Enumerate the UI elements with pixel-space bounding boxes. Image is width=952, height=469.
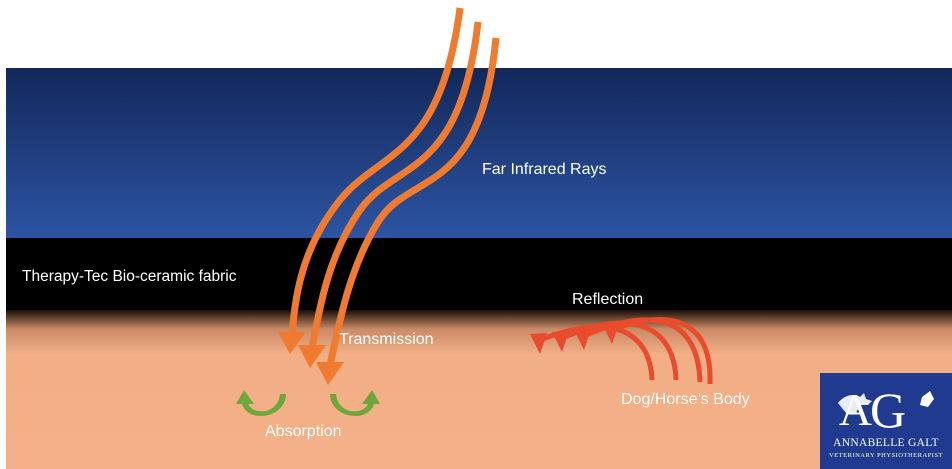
reflection-arrowhead-1 — [530, 333, 547, 354]
reflection-arrowhead-4 — [602, 323, 619, 344]
reflection-arrowhead-3 — [574, 329, 591, 350]
label-fabric: Therapy-Tec Bio-ceramic fabric — [22, 268, 237, 285]
reflection-arc-4 — [611, 317, 713, 385]
logo-monogram-icon: A G — [838, 382, 934, 437]
infrared-ray-2-arrowhead — [298, 345, 326, 368]
infrared-ray-1 — [288, 7, 464, 336]
absorption-arrow-right — [330, 390, 380, 417]
infrared-ray-2 — [308, 21, 482, 349]
reflection-arrowhead-2 — [552, 331, 569, 352]
logo-subtitle: VETERINARY PHYSIOTHERAPIST — [828, 452, 944, 459]
logo: A G ANNABELLE GALT VETERINARY PHYSIOTHER… — [820, 373, 952, 469]
absorption-arrows — [236, 390, 380, 417]
fabric-band — [6, 238, 952, 318]
svg-text:G: G — [870, 382, 906, 437]
label-reflection: Reflection — [572, 291, 644, 308]
absorption-arrow-left — [236, 390, 286, 417]
infrared-ray-1-arrowhead — [278, 332, 306, 354]
label-transmission: Transmission — [339, 331, 434, 348]
label-far-infrared-rays: Far Infrared Rays — [482, 161, 607, 178]
label-absorption: Absorption — [265, 423, 342, 440]
body-region — [6, 310, 952, 469]
infrared-ray-3-arrowhead — [316, 362, 344, 385]
sky-band — [6, 68, 952, 240]
infrared-ray-arrows — [278, 7, 500, 385]
reflection-arrows — [530, 317, 713, 385]
logo-name: ANNABELLE GALT — [833, 437, 939, 449]
label-body: Dog/Horse’s Body — [621, 391, 750, 408]
infrared-ray-3 — [326, 37, 500, 366]
